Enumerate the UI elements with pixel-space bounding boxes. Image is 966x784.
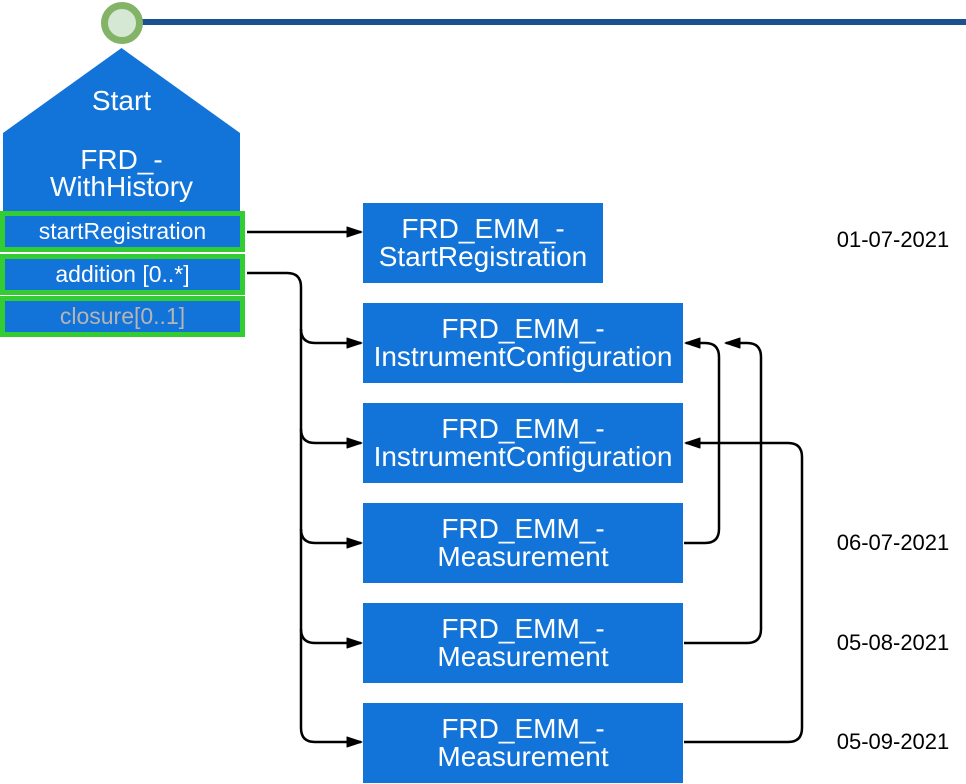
node-startregistration-line1: FRD_EMM_-	[401, 213, 565, 244]
node-instrumentconfiguration-1-line1: FRD_EMM_-	[441, 313, 605, 344]
node-measurement-3: FRD_EMM_- Measurement	[363, 703, 683, 783]
date-label-3: 05-08-2021	[836, 630, 950, 655]
node-instrumentconfiguration-2-line1: FRD_EMM_-	[441, 413, 605, 444]
connector-branch-instrumentconfiguration-1	[299, 328, 363, 349]
start-node-shape	[3, 48, 240, 217]
date-label-2: 06-07-2021	[836, 530, 950, 555]
port-addition: addition [0..*]	[0, 254, 245, 295]
date-label-1: 01-07-2021	[836, 227, 950, 252]
node-instrumentconfiguration-1: FRD_EMM_- InstrumentConfiguration	[363, 303, 683, 383]
node-measurement-2: FRD_EMM_- Measurement	[363, 603, 683, 683]
port-startregistration: startRegistration	[0, 211, 245, 252]
node-measurement-1-line2: Measurement	[437, 541, 609, 572]
date-label-4: 05-09-2021	[836, 729, 950, 754]
port-addition-label: addition [0..*]	[55, 261, 190, 287]
node-measurement-1-line1: FRD_EMM_-	[441, 513, 605, 544]
node-instrumentconfiguration-2: FRD_EMM_- InstrumentConfiguration	[363, 403, 683, 483]
connector-addition-trunk	[247, 271, 363, 748]
node-instrumentconfiguration-1-line2: InstrumentConfiguration	[373, 341, 673, 372]
start-node-type-line1: FRD_-	[80, 144, 163, 175]
connector-measurement2-to-instrumentconfiguration1	[684, 337, 763, 645]
node-startregistration: FRD_EMM_- StartRegistration	[363, 203, 603, 283]
start-node-type: FRD_- WithHistory	[3, 144, 240, 202]
connector-branch-measurement-1	[299, 528, 363, 549]
start-node-type-line2: WithHistory	[49, 171, 194, 202]
node-startregistration-line2: StartRegistration	[378, 241, 588, 272]
node-measurement-2-line2: Measurement	[437, 641, 609, 672]
port-closure: closure[0..1]	[0, 296, 245, 337]
node-measurement-3-line1: FRD_EMM_-	[441, 713, 605, 744]
connector-branch-measurement-2	[299, 628, 363, 649]
port-closure-label: closure[0..1]	[59, 303, 186, 329]
node-measurement-1: FRD_EMM_- Measurement	[363, 503, 683, 583]
port-startregistration-label: startRegistration	[38, 218, 207, 244]
node-measurement-2-line1: FRD_EMM_-	[441, 613, 605, 644]
node-instrumentconfiguration-2-line2: InstrumentConfiguration	[373, 441, 673, 472]
timeline-start-circle-icon	[101, 2, 143, 44]
connector-branch-instrumentconfiguration-2	[299, 428, 363, 449]
node-measurement-3-line2: Measurement	[437, 741, 609, 772]
connector-measurement3-to-instrumentconfiguration2	[684, 437, 804, 744]
start-node-title: Start	[91, 85, 152, 116]
